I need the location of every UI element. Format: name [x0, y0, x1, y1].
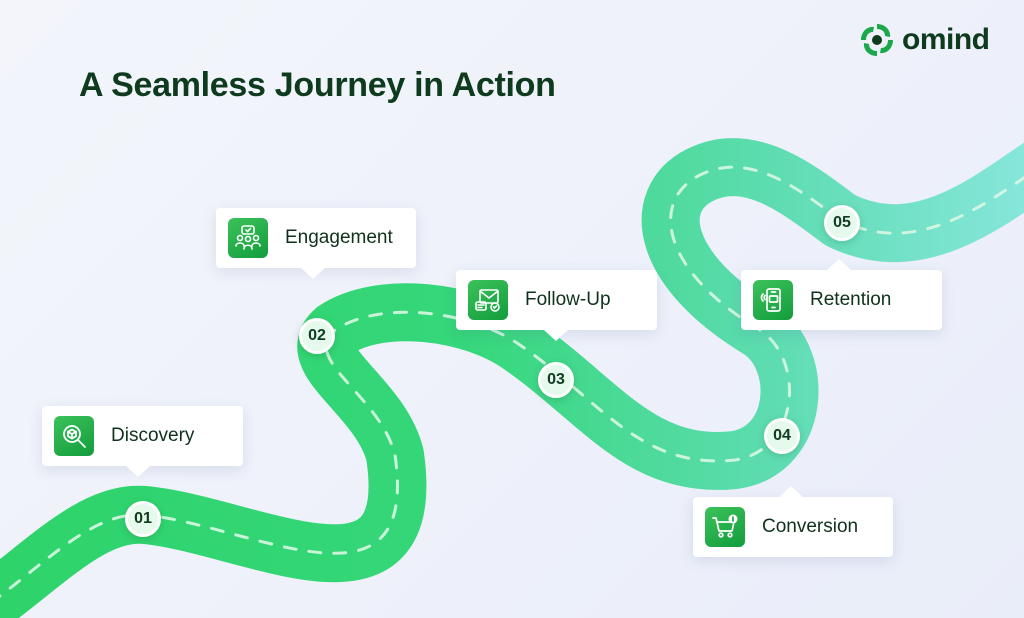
omind-logo: omind [858, 20, 990, 60]
step-label: Engagement [285, 227, 393, 248]
email-chat-icon [468, 280, 508, 320]
omind-swirl-icon [861, 24, 893, 56]
step-marker-03: 03 [538, 362, 574, 398]
shopping-cart-icon [705, 507, 745, 547]
step-marker-01: 01 [125, 501, 161, 537]
step-card-engagement: Engagement [216, 208, 416, 279]
page-title: A Seamless Journey in Action [79, 66, 556, 104]
search-cube-icon [54, 416, 94, 456]
step-label: Discovery [111, 425, 195, 446]
mobile-notification-icon [753, 280, 793, 320]
step-label: Retention [810, 289, 892, 310]
step-card-discovery: Discovery [42, 406, 243, 477]
step-marker-05: 05 [824, 205, 860, 241]
step-label: Follow-Up [525, 289, 611, 310]
people-chat-icon [228, 218, 268, 258]
road-center-dashes [0, 165, 1024, 598]
step-marker-04: 04 [764, 418, 800, 454]
step-card-conversion: Conversion [693, 486, 893, 557]
step-card-follow-up: Follow-Up [456, 270, 657, 341]
step-label: Conversion [762, 516, 859, 537]
brand-name: omind [902, 23, 990, 56]
step-card-retention: Retention [741, 259, 942, 330]
step-marker-02: 02 [299, 318, 335, 354]
